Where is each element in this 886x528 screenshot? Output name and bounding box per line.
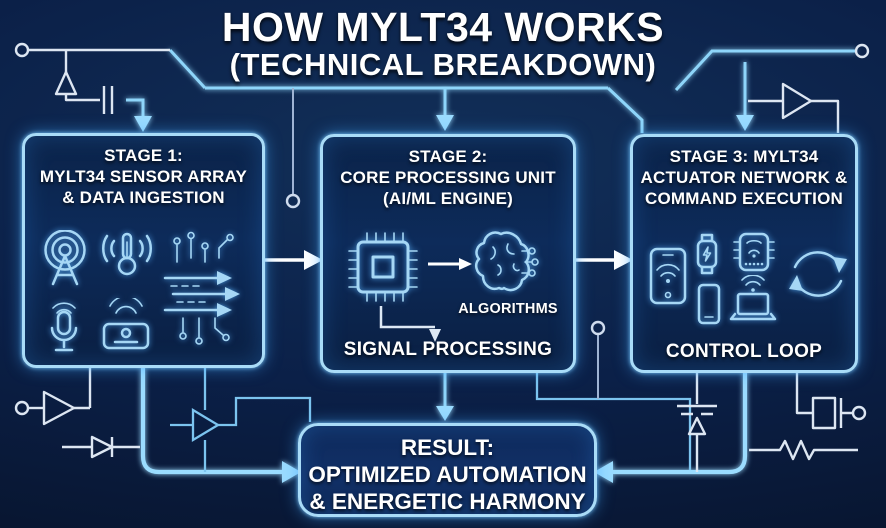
- phone-icon: [697, 283, 721, 325]
- elbow-arrow-to-signal-processing: [379, 306, 441, 342]
- wire: [74, 368, 92, 410]
- iot-chip-icon: [733, 229, 775, 275]
- arrowhead-result-top: [436, 406, 454, 421]
- arrow-cpu-to-brain: [428, 258, 472, 270]
- arrowhead-stage2-entry: [436, 115, 454, 131]
- amplifier-icon: [781, 82, 813, 120]
- trace-stage3-to-result: [613, 373, 748, 475]
- arrowhead-stage3-entry: [736, 115, 754, 131]
- amplifier-icon: [191, 407, 221, 443]
- trace-diagonal-left: [168, 48, 207, 90]
- arrowhead-result-right: [594, 461, 613, 483]
- tablet-icon: [649, 247, 687, 305]
- stage2-box: STAGE 2: CORE PROCESSING UNIT (AI/ML ENG…: [320, 134, 576, 373]
- stage2-title: STAGE 2: CORE PROCESSING UNIT (AI/ML ENG…: [323, 146, 573, 209]
- crystal-bar: [839, 398, 853, 428]
- capacitor-icon: [102, 86, 114, 114]
- data-flow-icon: [161, 230, 247, 346]
- laptop-icon: [727, 275, 779, 325]
- transistor-arrow: [687, 416, 707, 436]
- wire: [64, 94, 100, 102]
- signal-processing-caption: SIGNAL PROCESSING: [343, 339, 553, 360]
- stage1-box: STAGE 1: MYLT34 SENSOR ARRAY & DATA INGE…: [22, 133, 265, 368]
- stage3-title-line1: STAGE 3: MYLT34: [669, 147, 819, 166]
- wire: [795, 373, 813, 415]
- trace-top-right: [674, 49, 856, 92]
- trace-diagonal-right: [606, 86, 644, 133]
- crystal-icon: [811, 396, 837, 430]
- cpu-icon: [345, 229, 421, 305]
- component-cluster-bottom-left: [14, 368, 140, 459]
- stage1-title-line2: MYLT34 SENSOR ARRAY: [39, 167, 248, 186]
- junction-nodes: [285, 193, 606, 336]
- page-title: HOW MYLT34 WORKS (TECHNICAL BREAKDOWN): [0, 4, 886, 83]
- result-line2: OPTIMIZED AUTOMATION: [308, 462, 587, 487]
- router-icon: [101, 298, 151, 354]
- microphone-icon: [47, 296, 81, 356]
- amplifier-icon: [42, 390, 76, 426]
- cycle-arrows-icon: [783, 237, 853, 311]
- result-arrow-traces: [140, 368, 748, 475]
- stage3-title-line3: COMMAND EXECUTION: [645, 189, 843, 208]
- wire: [811, 99, 840, 133]
- result-line3: & ENERGETIC HARMONY: [309, 489, 586, 514]
- trace-step-left: [218, 396, 312, 427]
- stage1-title-line3: & DATA INGESTION: [62, 188, 225, 207]
- stage-flow-arrows: [265, 250, 633, 270]
- component-cluster-top-left: [14, 42, 170, 114]
- thermometer-icon: [101, 232, 153, 280]
- stage2-title-line2: CORE PROCESSING UNIT: [340, 168, 556, 187]
- antenna-icon: [39, 230, 91, 288]
- stage2-title-line1: STAGE 2:: [408, 147, 488, 166]
- resistor-icon: [749, 439, 858, 461]
- result-arrowheads: [282, 461, 613, 483]
- diode-icon: [90, 435, 114, 459]
- stage3-box: STAGE 3: MYLT34 ACTUATOR NETWORK & COMMA…: [630, 134, 858, 373]
- trace-stage1-to-result: [140, 368, 282, 475]
- stage1-title-line1: STAGE 1:: [104, 146, 183, 165]
- node-dot-icon: [851, 405, 867, 421]
- control-loop-caption: CONTROL LOOP: [665, 341, 823, 362]
- stage2-title-line3: (AI/ML ENGINE): [383, 189, 513, 208]
- node-dot-icon: [14, 400, 30, 416]
- component-cluster-top-right: [748, 43, 870, 133]
- component-cluster-bottom-right: [677, 373, 867, 472]
- cyan-trace-group: [126, 48, 856, 406]
- cyan-arrowheads: [134, 115, 754, 421]
- stage3-title-line2: ACTUATOR NETWORK &: [640, 168, 848, 187]
- node-dot-icon: [590, 320, 606, 336]
- smartwatch-icon: [695, 231, 719, 277]
- brain-icon: [471, 227, 539, 297]
- arrowhead-stage2-to-stage3: [614, 250, 633, 270]
- title-line-2: (TECHNICAL BREAKDOWN): [229, 47, 657, 83]
- dim-traces: [292, 88, 599, 399]
- arrowhead-result-left: [282, 461, 301, 483]
- trace-into-stage1: [126, 98, 145, 116]
- algorithms-label: ALGORITHMS: [458, 301, 558, 317]
- result-line1: RESULT:: [400, 435, 495, 460]
- node-dot-icon: [285, 193, 301, 209]
- stage3-title: STAGE 3: MYLT34 ACTUATOR NETWORK & COMMA…: [633, 146, 855, 209]
- arrowhead-stage1-to-stage2: [304, 250, 323, 270]
- arrowhead-stage1-entry: [134, 116, 152, 132]
- result-box: RESULT: OPTIMIZED AUTOMATION & ENERGETIC…: [298, 423, 597, 517]
- node-dot-icon: [854, 43, 870, 59]
- stage1-title: STAGE 1: MYLT34 SENSOR ARRAY & DATA INGE…: [25, 145, 262, 208]
- title-line-1: HOW MYLT34 WORKS: [221, 4, 665, 50]
